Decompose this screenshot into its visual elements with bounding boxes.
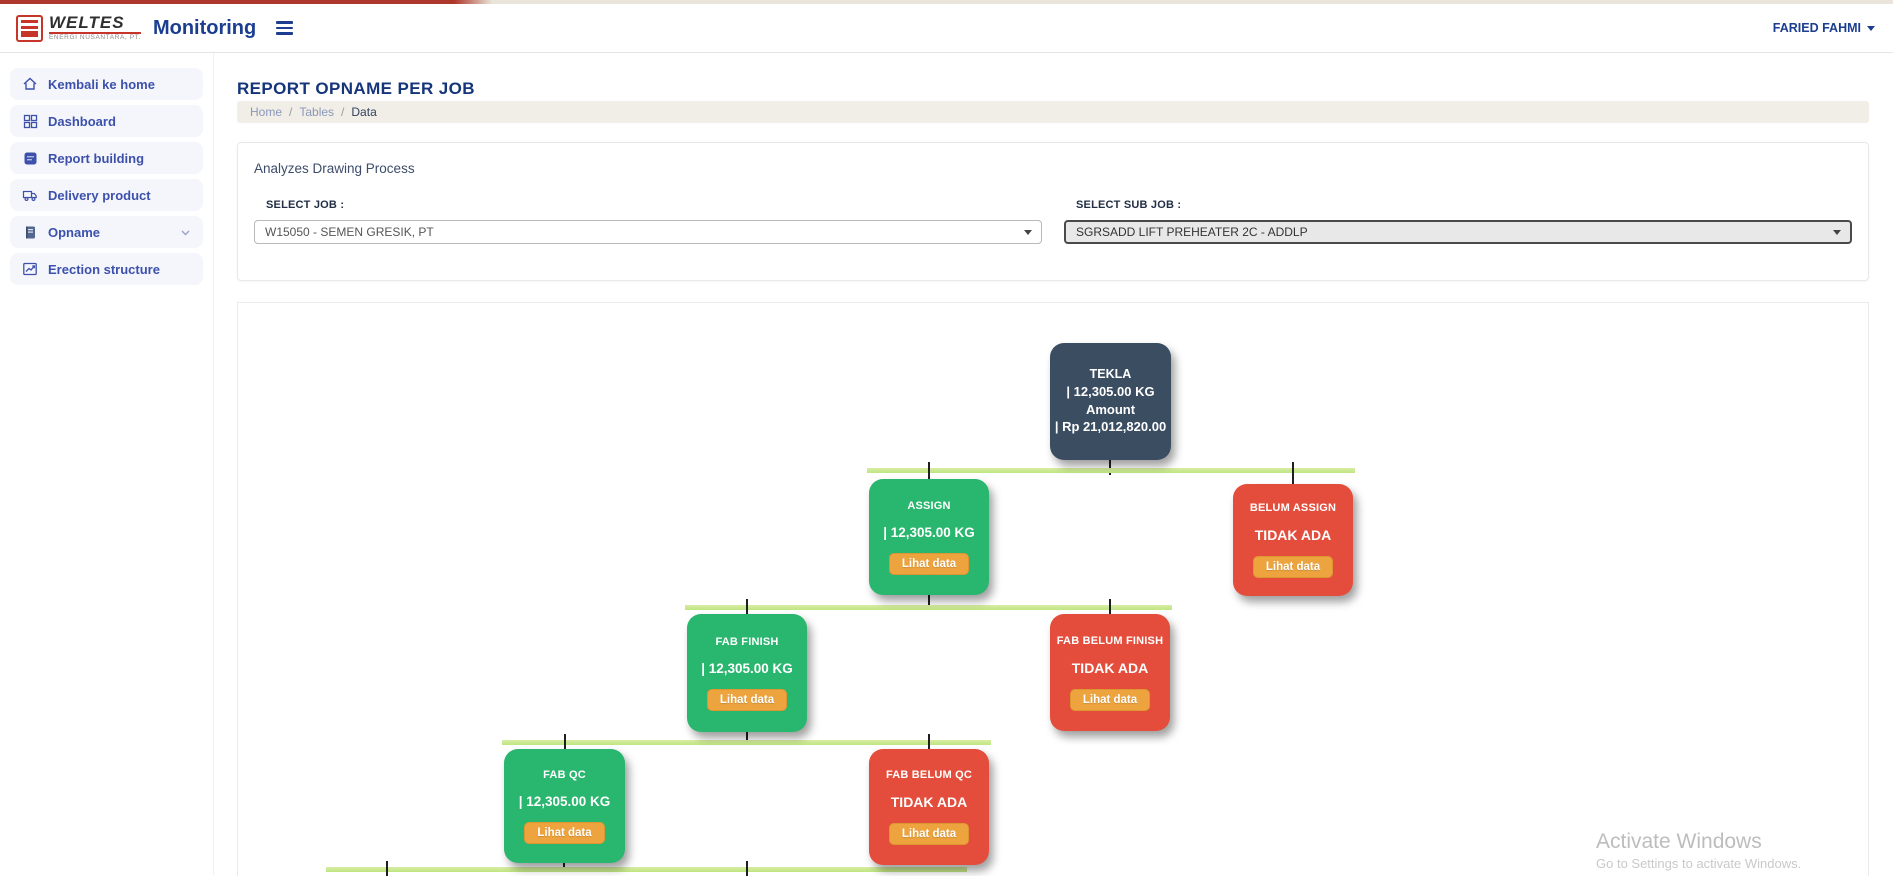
- lihat-data-button[interactable]: Lihat data: [1070, 689, 1150, 711]
- breadcrumb-tables[interactable]: Tables: [299, 105, 334, 119]
- sidebar-item-delivery-product[interactable]: Delivery product: [10, 179, 203, 211]
- filter-card: Analyzes Drawing Process SELECT JOB : W1…: [237, 142, 1869, 281]
- tree-connector: [502, 740, 991, 745]
- tree-connector: [746, 861, 748, 876]
- tree-node-fab-belum-finish: FAB BELUM FINISH TIDAK ADA Lihat data: [1050, 614, 1170, 731]
- user-name: FARIED FAHMI: [1773, 21, 1861, 35]
- node-weight: | 12,305.00 KG: [1066, 383, 1154, 401]
- brand-block: WELTES ENERGI NUSANTARA, PT.: [49, 14, 141, 42]
- breadcrumb-separator: /: [289, 105, 292, 119]
- node-amount: | Rp 21,012,820.00: [1055, 418, 1166, 436]
- sidebar-item-label: Kembali ke home: [48, 77, 155, 92]
- tree-node-fab-finish: FAB FINISH | 12,305.00 KG Lihat data: [687, 614, 807, 732]
- node-value: | 12,305.00 KG: [519, 794, 611, 809]
- page-title: REPORT OPNAME PER JOB: [237, 79, 475, 99]
- node-value: | 12,305.00 KG: [883, 525, 975, 540]
- lihat-data-button[interactable]: Lihat data: [707, 689, 787, 711]
- report-icon: [22, 150, 38, 166]
- tree-node-fab-qc: FAB QC | 12,305.00 KG Lihat data: [504, 749, 625, 863]
- breadcrumb-home[interactable]: Home: [250, 105, 282, 119]
- dropdown-caret-icon: [1024, 230, 1032, 235]
- dropdown-caret-icon: [1833, 230, 1841, 235]
- card-title: Analyzes Drawing Process: [254, 161, 1852, 176]
- select-subjob-value: SGRSADD LIFT PREHEATER 2C - ADDLP: [1076, 225, 1308, 239]
- brand-subtitle: ENERGI NUSANTARA, PT.: [49, 32, 141, 42]
- app-title: Monitoring: [153, 17, 256, 40]
- lihat-data-button[interactable]: Lihat data: [889, 823, 969, 845]
- truck-icon: [22, 187, 38, 203]
- sidebar-item-dashboard[interactable]: Dashboard: [10, 105, 203, 137]
- weltes-logo-icon: [16, 15, 43, 42]
- node-value: TIDAK ADA: [1072, 660, 1148, 676]
- chevron-down-icon: [180, 228, 191, 237]
- lihat-data-button[interactable]: Lihat data: [889, 553, 969, 575]
- node-title: FAB FINISH: [715, 636, 778, 648]
- node-title: ASSIGN: [907, 500, 950, 512]
- sidebar-item-opname[interactable]: Opname: [10, 216, 203, 248]
- user-menu[interactable]: FARIED FAHMI: [1773, 4, 1875, 52]
- node-value: TIDAK ADA: [891, 794, 967, 810]
- select-subjob-label: SELECT SUB JOB :: [1076, 199, 1852, 211]
- breadcrumb-current: Data: [351, 105, 376, 119]
- home-icon: [22, 76, 38, 92]
- tree-connector: [386, 861, 388, 876]
- sidebar-item-report-building[interactable]: Report building: [10, 142, 203, 174]
- sidebar: Kembali ke home Dashboard Report buildin…: [0, 53, 214, 875]
- node-title: FAB BELUM QC: [886, 769, 972, 781]
- tree-connector: [867, 468, 1355, 473]
- node-title: FAB QC: [543, 769, 586, 781]
- select-job-label: SELECT JOB :: [266, 199, 1042, 211]
- node-title: FAB BELUM FINISH: [1057, 635, 1163, 647]
- sidebar-item-kembali-ke-home[interactable]: Kembali ke home: [10, 68, 203, 100]
- select-job-value: W15050 - SEMEN GRESIK, PT: [265, 225, 434, 239]
- process-tree: TEKLA | 12,305.00 KG Amount | Rp 21,012,…: [237, 302, 1869, 876]
- breadcrumb-separator: /: [341, 105, 344, 119]
- tree-node-assign: ASSIGN | 12,305.00 KG Lihat data: [869, 479, 989, 595]
- tree-connector: [326, 867, 967, 872]
- book-icon: [22, 224, 38, 240]
- node-value: | 12,305.00 KG: [701, 661, 793, 676]
- navbar: WELTES ENERGI NUSANTARA, PT. Monitoring …: [0, 4, 1893, 53]
- sidebar-item-label: Delivery product: [48, 188, 151, 203]
- select-subjob-dropdown[interactable]: SGRSADD LIFT PREHEATER 2C - ADDLP: [1064, 220, 1852, 244]
- tree-node-belum-assign: BELUM ASSIGN TIDAK ADA Lihat data: [1233, 484, 1353, 596]
- lihat-data-button[interactable]: Lihat data: [524, 822, 604, 844]
- tree-connector: [685, 605, 1172, 610]
- chevron-down-icon: [1867, 26, 1875, 31]
- node-title: TEKLA: [1090, 367, 1132, 381]
- brand-name: WELTES: [49, 14, 141, 31]
- node-title: BELUM ASSIGN: [1250, 502, 1336, 514]
- sidebar-item-label: Erection structure: [48, 262, 160, 277]
- hamburger-menu-icon[interactable]: [272, 17, 297, 39]
- lihat-data-button[interactable]: Lihat data: [1253, 556, 1333, 578]
- select-job-dropdown[interactable]: W15050 - SEMEN GRESIK, PT: [254, 220, 1042, 244]
- node-amount-label: Amount: [1086, 401, 1135, 419]
- chart-line-icon: [22, 261, 38, 277]
- main-content: REPORT OPNAME PER JOB Home / Tables / Da…: [214, 53, 1893, 875]
- tree-node-fab-belum-qc: FAB BELUM QC TIDAK ADA Lihat data: [869, 749, 989, 865]
- node-value: TIDAK ADA: [1255, 527, 1331, 543]
- sidebar-item-label: Dashboard: [48, 114, 116, 129]
- sidebar-item-label: Opname: [48, 225, 100, 240]
- grid-icon: [22, 113, 38, 129]
- breadcrumb: Home / Tables / Data: [237, 101, 1869, 123]
- sidebar-item-label: Report building: [48, 151, 144, 166]
- tree-node-tekla: TEKLA | 12,305.00 KG Amount | Rp 21,012,…: [1050, 343, 1171, 460]
- tree-connector: [1292, 462, 1294, 486]
- sidebar-item-erection-structure[interactable]: Erection structure: [10, 253, 203, 285]
